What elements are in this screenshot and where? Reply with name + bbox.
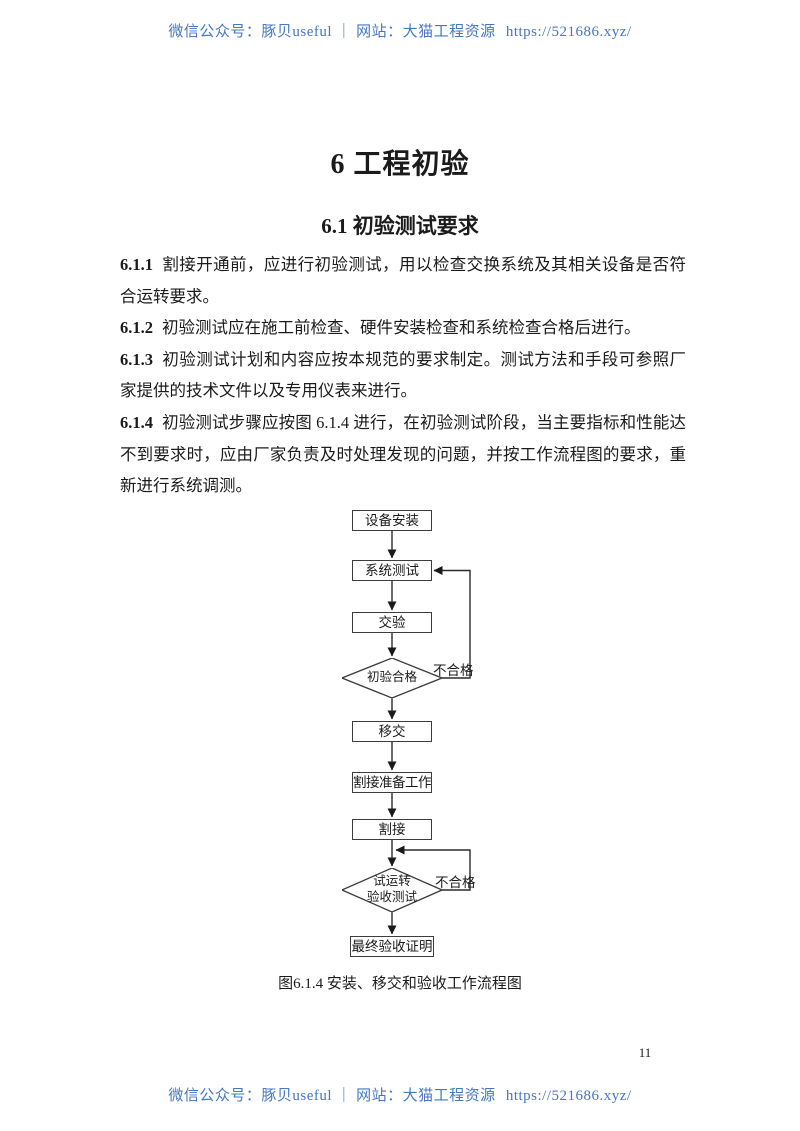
paragraph-number: 6.1.4 bbox=[120, 412, 153, 432]
page-footer: 微信公众号：豚贝useful ｜ 网站：大猫工程资源 https://52168… bbox=[0, 1084, 800, 1105]
paragraph-number: 6.1.1 bbox=[120, 255, 153, 274]
diamond-shape bbox=[342, 868, 442, 912]
paragraph-number: 6.1.2 bbox=[120, 318, 153, 338]
flowchart-decision-trial-acceptance: 试运转 验收测试 bbox=[342, 868, 442, 912]
diamond-shape bbox=[342, 658, 442, 698]
page-number: 11 bbox=[638, 1045, 652, 1060]
paragraph-text: 初验测试计划和内容应按本规范的要求制定。测试方法和手段可参照厂家提供的技术文件以… bbox=[120, 349, 686, 401]
paragraph-6-1-2: 6.1.2 初验测试应在施工前检查、硬件安装检查和系统检查合格后进行。 bbox=[120, 312, 686, 344]
flowchart-connectors bbox=[387, 531, 471, 935]
header-site-link[interactable]: https://521686.xyz/ bbox=[505, 24, 632, 40]
flowchart: 设备安装 系统测试 交验 初验合格 移交 割接准备工作 割接 试运转 验收测试 … bbox=[300, 500, 520, 970]
flowchart-decision-initial-acceptance: 初验合格 bbox=[342, 658, 442, 698]
paragraph-text: 初验测试步骤应按图 6.1.4 进行，在初验测试阶段，当主要指标和性能达不到要求… bbox=[120, 412, 686, 496]
flowchart-node-final-certificate: 最终验收证明 bbox=[350, 936, 434, 957]
footer-site-link[interactable]: https://521686.xyz/ bbox=[505, 1088, 632, 1104]
footer-text: 微信公众号：豚贝useful ｜ 网站：大猫工程资源 bbox=[168, 1088, 496, 1104]
flowchart-node-handover-test: 交验 bbox=[352, 612, 432, 633]
paragraph-text: 割接开通前，应进行初验测试，用以检查交换系统及其相关设备是否符合运转要求。 bbox=[120, 255, 686, 306]
fail-label-2: 不合格 bbox=[435, 875, 476, 890]
flowchart-node-cutover: 割接 bbox=[352, 819, 432, 840]
header-text: 微信公众号：豚贝useful ｜ 网站：大猫工程资源 bbox=[168, 24, 496, 40]
decision-label: 初验合格 bbox=[366, 670, 417, 685]
flowchart-node-equipment-install: 设备安装 bbox=[352, 510, 432, 531]
paragraph-number: 6.1.3 bbox=[120, 349, 153, 369]
decision-label: 试运转 验收测试 bbox=[366, 874, 417, 904]
section-heading: 6.1 初验测试要求 bbox=[321, 214, 479, 238]
flowchart-node-cutover-prep: 割接准备工作 bbox=[352, 772, 432, 793]
page-title: 6 工程初验 bbox=[330, 149, 470, 180]
flowchart-node-system-test: 系统测试 bbox=[352, 560, 432, 581]
paragraph-text: 初验测试应在施工前检查、硬件安装检查和系统检查合格后进行。 bbox=[162, 318, 641, 338]
figure-caption: 图6.1.4 安装、移交和验收工作流程图 bbox=[278, 976, 522, 992]
flowchart-node-transfer: 移交 bbox=[352, 721, 432, 742]
page-header: 微信公众号：豚贝useful ｜ 网站：大猫工程资源 https://52168… bbox=[0, 20, 800, 41]
fail-label-1: 不合格 bbox=[433, 663, 474, 678]
